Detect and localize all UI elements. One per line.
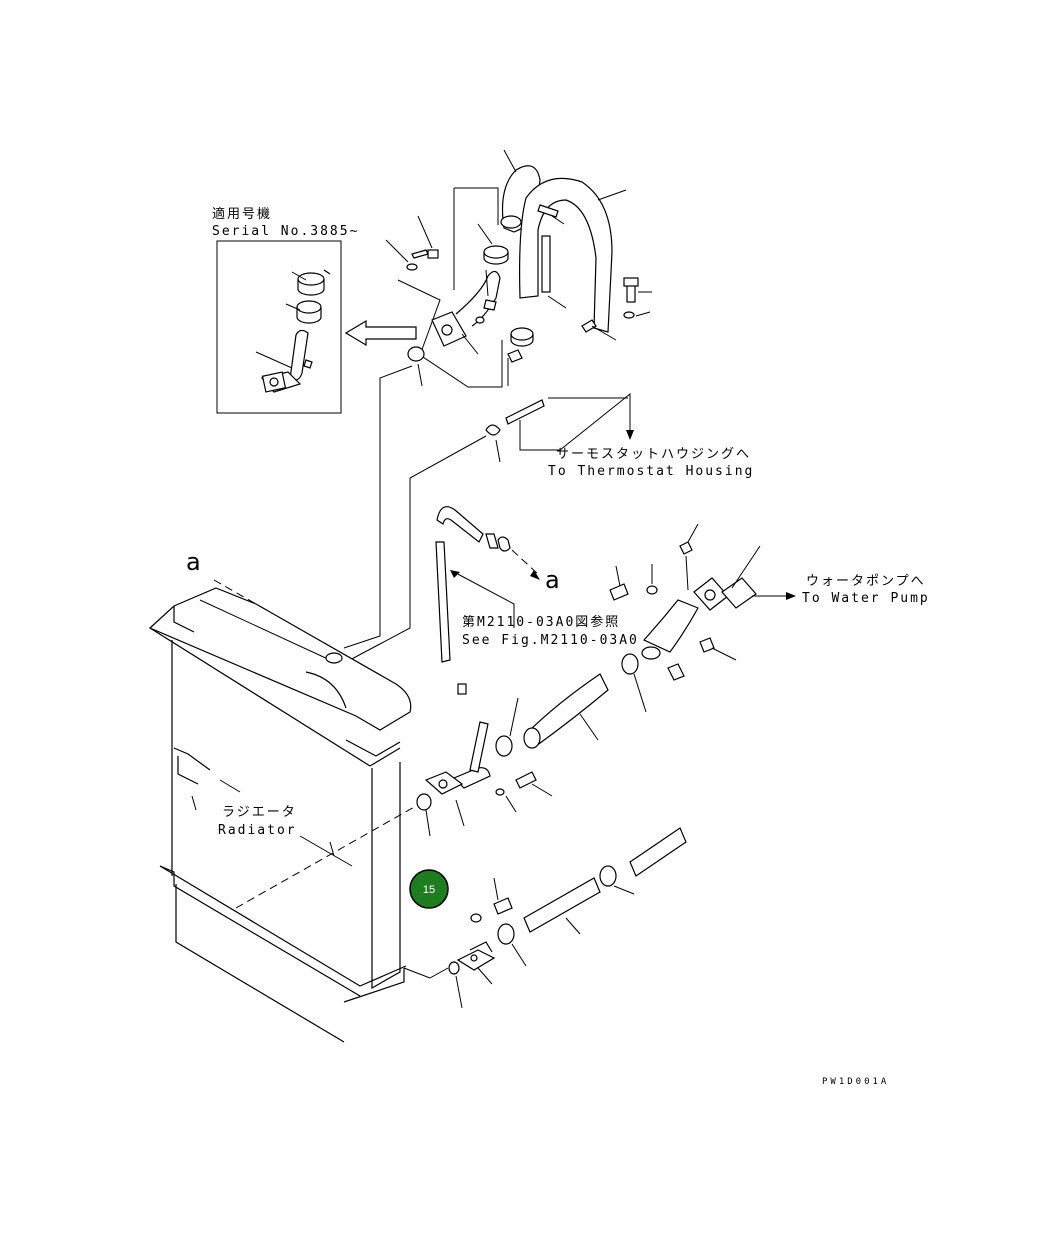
lower-pipe — [629, 827, 687, 877]
washer-upper-left — [406, 263, 418, 271]
fig-reference: 第M2110-03A0図参照 See Fig.M2110-03A0 — [450, 570, 639, 648]
fig-ref-jp: 第M2110-03A0図参照 — [462, 614, 620, 630]
leader-radiator-top — [343, 365, 413, 649]
clamp-bypass — [485, 424, 501, 463]
inset-serial: Serial No.3885~ — [212, 224, 359, 239]
overflow-hose — [435, 506, 541, 695]
inset-title-jp: 適用号機 — [212, 206, 272, 222]
washer-outlet — [495, 788, 505, 796]
thermostat-label-jp: サーモスタットハウジングへ — [556, 447, 751, 462]
inset-elbow-pipe — [255, 329, 313, 393]
lower-hose — [523, 877, 601, 933]
marker-a-top: a — [186, 548, 201, 576]
serial-inset: 適用号機 Serial No.3885~ — [212, 206, 359, 414]
drawing-code: PW1D001A — [822, 1077, 889, 1087]
radiator-outlet-pipe — [424, 721, 553, 827]
fig-ref-en: See Fig.M2110-03A0 — [462, 633, 639, 648]
clip-right — [581, 319, 597, 333]
radiator-label-jp: ラジエータ — [222, 805, 297, 820]
inset-clamp-lower — [285, 300, 322, 324]
thermostat-label-en: To Thermostat Housing — [548, 464, 754, 479]
upper-elbow-flange — [431, 269, 501, 355]
leader-radiator-cap — [345, 435, 487, 663]
washer-right-upper — [623, 311, 635, 319]
clamp-hose-b — [621, 653, 647, 713]
callout-badge[interactable]: 15 — [409, 869, 449, 909]
bolt-outlet — [515, 771, 537, 789]
marker-a-right: a — [545, 566, 560, 594]
water-pump-fittings: ウォータポンプへ To Water Pump — [609, 523, 930, 681]
gasket-wp — [721, 577, 757, 609]
clamp-mid — [510, 327, 534, 347]
elbow-wp — [643, 599, 699, 653]
lower-fittings — [403, 827, 687, 1009]
grommet-mid — [416, 793, 432, 811]
radiator — [148, 587, 412, 1043]
clamp-lower-a — [497, 923, 515, 945]
dashed-leader-lower — [235, 805, 417, 909]
bolt-upper-left — [411, 215, 439, 259]
clamp-upper — [477, 223, 509, 265]
inset-clamp-upper — [291, 269, 331, 296]
connector-small — [507, 349, 523, 363]
radiator-label: ラジエータ Radiator — [218, 805, 353, 867]
grommet-lower — [448, 961, 460, 975]
bolt-right-upper — [623, 277, 652, 303]
radiator-upper-hose — [495, 653, 647, 757]
bolt-lower — [493, 877, 513, 915]
water-pump-label-jp: ウォータポンプへ — [806, 574, 926, 589]
upper-assembly — [385, 149, 652, 425]
washer-wp — [646, 585, 658, 595]
clamp-hose-a — [495, 697, 519, 757]
bolt-wp — [609, 565, 629, 601]
radiator-label-en: Radiator — [218, 823, 297, 838]
water-pump-label-en: To Water Pump — [802, 591, 930, 606]
bypass-pipe — [505, 399, 545, 425]
washer-lower — [470, 913, 482, 923]
badge-circle[interactable] — [409, 869, 449, 909]
upper-hose-right — [519, 177, 613, 333]
plug-top — [679, 541, 693, 555]
marker-a-leader — [213, 579, 271, 613]
clamp-lower-b — [599, 865, 635, 895]
badge-number[interactable]: 15 — [423, 884, 435, 896]
grommet-upper — [407, 346, 425, 362]
arrow-to-inset — [344, 319, 417, 347]
thermostat-reference: サーモスタットハウジングへ To Thermostat Housing — [519, 392, 754, 479]
inset-frame — [216, 240, 342, 414]
